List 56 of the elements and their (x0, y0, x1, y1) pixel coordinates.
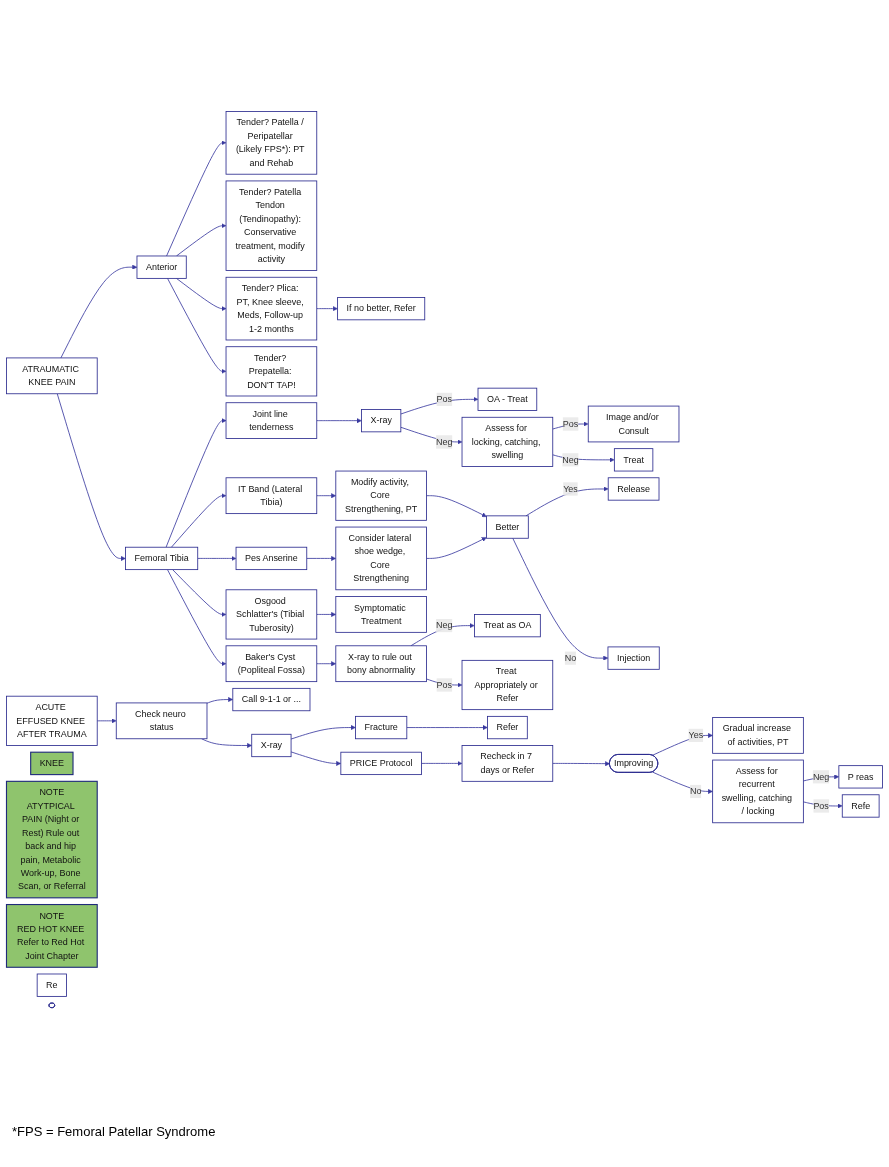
node-box: Treat as OA (474, 614, 541, 638)
node-box: Tender? Prepatella: DON'T TAP! (225, 346, 318, 397)
node-box: Osgood Schlatter's (Tibial Tuberosity) (225, 589, 318, 640)
node-box: Treat Appropriately or Refer (461, 660, 554, 711)
node-box: Call 9-1-1 or ... (232, 688, 311, 712)
node-box: X-ray to rule out bony abnormality (335, 645, 427, 683)
node-box: KNEE (30, 752, 74, 776)
node-box: NOTE RED HOT KNEE Refer to Red Hot Joint Chapter (5, 904, 98, 969)
node-box: Better (486, 515, 529, 540)
node-box: Re (36, 974, 67, 998)
node-box: X-ray (361, 409, 402, 433)
node-box: P reas (838, 765, 883, 789)
node-box: Modify activity, Core Strengthening, PT (335, 471, 427, 522)
edge-label: Neg (436, 621, 453, 631)
node-box: Symptomatic Treatment (335, 596, 427, 634)
node-box: ACUTE EFFUSED KNEE AFTER TRAUMA (6, 696, 98, 747)
node-box: Consider lateral shoe wedge, Core Strengthening (335, 527, 427, 591)
node-box: Refe (841, 794, 880, 819)
node-box: Tender? Patella Tendon (Tendinopathy): Conservative treatment, modify activity (225, 180, 318, 272)
node-box: Fracture (355, 716, 408, 740)
edge-label: Neg (562, 455, 579, 465)
node-box: Joint line tenderness (225, 402, 318, 440)
edge-label: Pos (436, 394, 452, 405)
edge-label: No (564, 653, 577, 664)
node-box: OA - Treat (477, 388, 538, 412)
node-box: If no better, Refer (337, 297, 426, 321)
node-box: Recheck in 7 days or Refer (461, 745, 554, 783)
node-box: Injection (607, 646, 660, 671)
node-box: PRICE Protocol (340, 752, 422, 776)
node-box: Tender? Plica: PT, Knee sleeve, Meds, Follow-up 1-2 months (225, 277, 318, 341)
node-box: Image and/or Consult (587, 406, 680, 443)
node-box: Baker's Cyst (Popliteal Fossa) (225, 645, 318, 683)
node-box: Assess for locking, catching, swelling (461, 417, 554, 468)
node-box: NOTE ATYTPICAL PAIN (Night or Rest) Rule out back and hip pain, Metabolic Work-up, Bone Scan, or Referral (5, 781, 98, 899)
node-box: Anterior (136, 256, 187, 280)
edge-label: Neg (812, 772, 830, 782)
node-box: Release (607, 477, 660, 502)
node-box: Gradual increase of activities, PT (712, 717, 804, 755)
edge-label: Neg (436, 437, 453, 447)
node-box: Refer (487, 716, 528, 740)
node-box: Assess for recurrent swelling, catching / locking (712, 760, 804, 824)
edge-label: Pos (562, 419, 579, 429)
edge-label: Yes (688, 730, 704, 741)
node-box: Femoral Tibia (125, 547, 199, 571)
edge-label: No (690, 786, 702, 797)
footnote: *FPS = Femoral Patellar Syndrome (12, 1124, 217, 1139)
node-box: Tender? Patella / Peripatellar (Likely FPS*): PT and Rehab (225, 111, 318, 176)
node-box: Pes Anserine (235, 547, 308, 571)
node-box: IT Band (Lateral Tibia) (225, 477, 318, 515)
node-box: X-ray (251, 734, 292, 758)
edge-label: Pos (436, 680, 452, 690)
node-box: Check neuro status (115, 702, 208, 740)
edge-label: Yes (563, 484, 578, 494)
edge-label: Pos (813, 801, 829, 811)
node-box: ATRAUMATIC KNEE PAIN (6, 357, 98, 395)
node-box: Treat (613, 448, 654, 472)
